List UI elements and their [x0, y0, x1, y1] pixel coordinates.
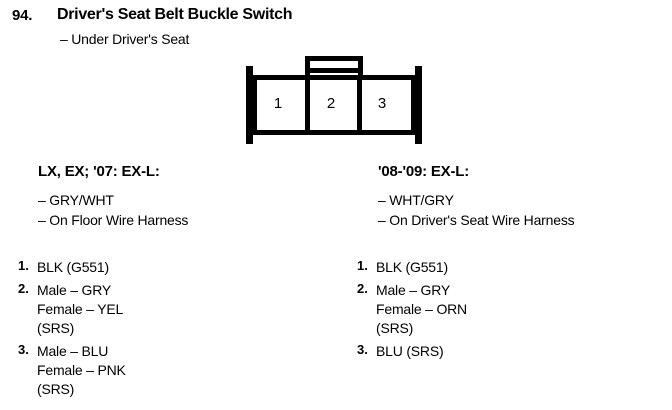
pin-description: Male – BLU Female – PNK (SRS) — [37, 342, 126, 399]
variant-block-right: '08-'09: EX-L: – WHT/GRY – On Driver's S… — [378, 163, 668, 230]
pin-description: BLK (G551) — [376, 258, 467, 277]
pin-description-line: Female – PNK — [37, 362, 126, 378]
pin-number: 1. — [357, 258, 368, 273]
connector-tab-divider-icon — [310, 68, 358, 73]
pin-description-line: Male – GRY — [376, 282, 450, 298]
pin-description-line: BLK (G551) — [37, 259, 109, 275]
variant-heading-right: '08-'09: EX-L: — [378, 163, 470, 180]
variant-block-left: LX, EX; '07: EX-L: – GRY/WHT – On Floor … — [38, 163, 358, 230]
connector-flange-right-icon — [415, 66, 422, 144]
pin-number: 3. — [18, 342, 29, 357]
connector-body-icon — [252, 75, 416, 135]
pin-description-line: (SRS) — [37, 381, 75, 397]
pin-number: 2. — [357, 281, 368, 296]
pin-list-item: 3. BLU (SRS) — [357, 342, 467, 361]
pin-description-line: BLU (SRS) — [376, 343, 444, 359]
connector-pin-label-1: 1 — [273, 95, 283, 112]
pin-description-line: (SRS) — [376, 320, 414, 336]
page-title: Driver's Seat Belt Buckle Switch — [57, 6, 293, 23]
connector-pin-label-3: 3 — [377, 95, 387, 112]
pin-list-right: 1. BLK (G551) 2. Male – GRY Female – ORN… — [357, 258, 467, 365]
variant-note-left-1: – GRY/WHT — [38, 192, 114, 208]
variant-heading-left: LX, EX; '07: EX-L: — [38, 163, 160, 180]
pin-number: 3. — [357, 342, 368, 357]
pin-description: BLU (SRS) — [376, 342, 467, 361]
pin-description: Male – GRY Female – YEL (SRS) — [37, 281, 126, 338]
connector-flange-left-icon — [246, 66, 253, 144]
pin-description-line: Female – ORN — [376, 301, 467, 317]
pin-description: BLK (G551) — [37, 258, 126, 277]
item-number: 94. — [12, 7, 33, 24]
connector-diagram: 1 2 3 — [246, 56, 422, 144]
pin-description-line: Male – BLU — [37, 343, 109, 359]
pin-description: Male – GRY Female – ORN (SRS) — [376, 281, 467, 338]
pin-list-item: 1. BLK (G551) — [18, 258, 126, 277]
connector-pin-divider-1-icon — [305, 75, 310, 135]
pin-list-item: 1. BLK (G551) — [357, 258, 467, 277]
pin-number: 1. — [18, 258, 29, 273]
connector-pin-divider-2-icon — [357, 75, 362, 135]
pin-list-item: 2. Male – GRY Female – ORN (SRS) — [357, 281, 467, 338]
location-note: – Under Driver's Seat — [60, 31, 190, 47]
variant-note-right-1: – WHT/GRY — [378, 192, 454, 208]
variant-note-right-2: – On Driver's Seat Wire Harness — [378, 212, 575, 228]
pin-list-item: 3. Male – BLU Female – PNK (SRS) — [18, 342, 126, 399]
pin-number: 2. — [18, 281, 29, 296]
pin-description-line: BLK (G551) — [376, 259, 448, 275]
pin-list-item: 2. Male – GRY Female – YEL (SRS) — [18, 281, 126, 338]
pin-description-line: (SRS) — [37, 320, 75, 336]
variant-note-left-2: – On Floor Wire Harness — [38, 212, 189, 228]
pin-list-left: 1. BLK (G551) 2. Male – GRY Female – YEL… — [18, 258, 126, 403]
connector-pin-label-2: 2 — [326, 95, 336, 112]
pin-description-line: Male – GRY — [37, 282, 111, 298]
pin-description-line: Female – YEL — [37, 301, 124, 317]
